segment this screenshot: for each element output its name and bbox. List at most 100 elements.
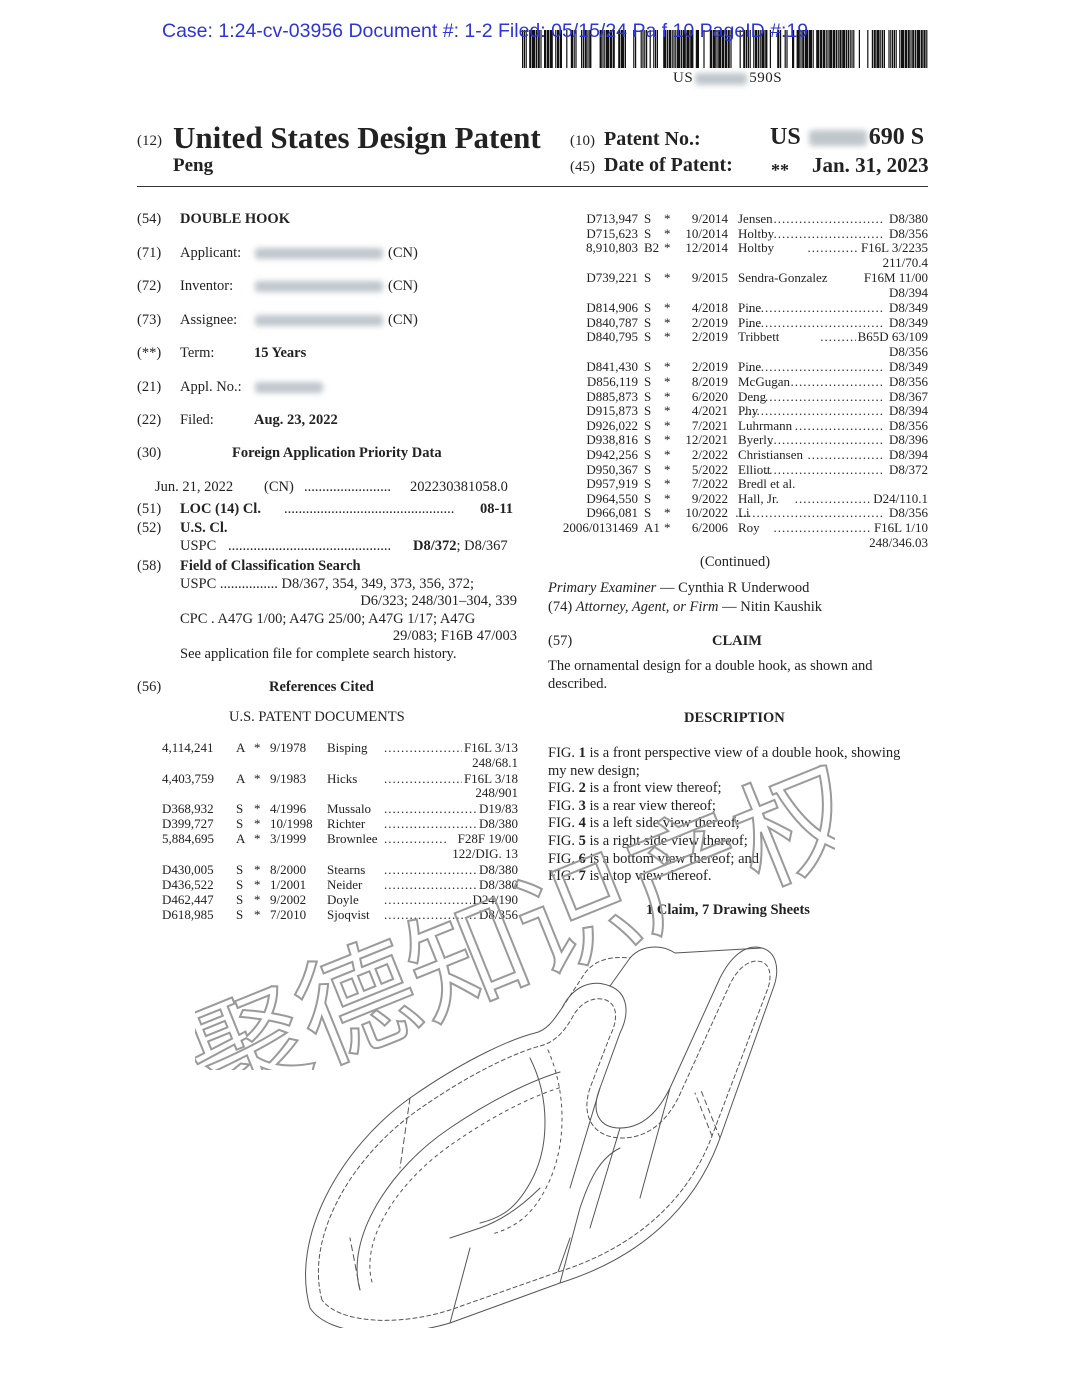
ref-dots: ........................... xyxy=(384,816,499,831)
ref-date: 4/2021 xyxy=(691,403,728,419)
ref-name: Bredl et al. xyxy=(738,476,796,492)
ref-class: F28F 19/00 xyxy=(455,831,518,847)
ref-kind: S xyxy=(236,816,244,831)
redaction xyxy=(255,382,323,393)
ref-class: D8/349 xyxy=(887,300,928,316)
ref-class: D24/110.1 xyxy=(871,490,928,507)
ref-date: 9/1978 xyxy=(270,740,307,755)
ref-class: B65D 63/109 xyxy=(855,329,928,345)
field-search-line1: USPC ................ D8/367, 354, 349, … xyxy=(180,576,475,592)
barcode-bar xyxy=(575,30,577,68)
date-label: Date of Patent: xyxy=(604,154,733,176)
applicant-label: Applicant: xyxy=(180,245,242,261)
ref-date: 10/1998 xyxy=(270,816,313,831)
ref-name: Li xyxy=(738,505,750,521)
barcode-bar xyxy=(820,30,823,68)
ref-number: D713,947 xyxy=(586,211,638,226)
ref-star: * xyxy=(254,801,261,816)
ref-date: 3/1999 xyxy=(270,831,307,846)
fig-number: 1 xyxy=(578,745,586,761)
barcode-bar xyxy=(808,30,812,68)
description-line: FIG. 5 is a right side view thereof; xyxy=(548,833,748,850)
barcode-bar xyxy=(761,30,765,68)
barcode-bar xyxy=(730,30,732,68)
examiner-name: — Cynthia R Underwood xyxy=(659,580,810,596)
barcode-bar xyxy=(525,30,527,68)
claims-sheets: 1 Claim, 7 Drawing Sheets xyxy=(646,902,810,918)
ref-class: D8/394 xyxy=(887,403,928,419)
ref-class: D8/356 xyxy=(477,906,518,922)
description-line: FIG. 3 is a rear view thereof; xyxy=(548,798,716,815)
fig-text: is a top view thereof. xyxy=(585,868,712,885)
barcode-bar xyxy=(653,30,655,68)
barcode-bar xyxy=(644,30,646,68)
fig-number: 6 xyxy=(578,850,586,867)
barcode-bar xyxy=(839,30,842,68)
ref-number: D856,119 xyxy=(586,374,638,389)
ref-name: Roy xyxy=(738,520,760,535)
barcode-bar xyxy=(555,30,557,68)
barcode-bar xyxy=(759,30,761,68)
case-header: Case: 1:24-cv-03956 Document #: 1-2 File… xyxy=(162,20,809,42)
ref-name: Stearns xyxy=(327,861,366,877)
ref-class: D8/356 xyxy=(887,225,928,242)
ref-class-secondary: 211/70.4 xyxy=(882,254,928,270)
ref-star: * xyxy=(664,359,671,375)
ref-number: D715,623 xyxy=(586,225,638,241)
barcode-bar xyxy=(753,30,755,68)
code-22: (22) xyxy=(137,412,162,428)
ref-star: * xyxy=(664,270,671,286)
barcode-bar xyxy=(755,30,758,68)
barcode-bar xyxy=(703,30,705,68)
barcode-bar xyxy=(846,30,848,68)
ref-star: * xyxy=(254,770,261,786)
redaction xyxy=(808,130,867,147)
barcode-bar xyxy=(842,30,846,68)
ref-name: Christiansen xyxy=(738,447,803,462)
code-71: (71) xyxy=(137,245,162,261)
ref-number: D942,256 xyxy=(586,447,638,462)
ref-star: * xyxy=(254,831,261,846)
ref-name: Byerly xyxy=(738,432,774,448)
code-10: (10) xyxy=(570,133,595,149)
ref-star: * xyxy=(664,211,671,226)
description-line: FIG. 1 is a front perspective view of a … xyxy=(548,745,900,762)
ref-date: 9/2002 xyxy=(270,891,307,907)
barcode-bar xyxy=(916,30,920,68)
ref-star: * xyxy=(664,417,671,433)
barcode-bar xyxy=(746,30,748,68)
fig-text: my new design; xyxy=(548,762,640,779)
barcode-bar xyxy=(682,30,686,68)
barcode-bar xyxy=(853,30,855,68)
ref-number: D841,430 xyxy=(586,359,638,375)
ref-date: 4/1996 xyxy=(270,801,307,816)
barcode-bar xyxy=(649,30,651,68)
barcode-bar xyxy=(722,30,725,68)
code-51: (51) xyxy=(137,501,162,517)
ref-kind: B2 xyxy=(644,240,660,256)
ref-star: * xyxy=(664,461,671,477)
ref-name: Pine xyxy=(738,359,762,375)
ref-star: * xyxy=(664,225,671,241)
barcode-bar xyxy=(718,30,722,68)
ref-name: Pine xyxy=(738,300,762,316)
ref-dots: ................................ xyxy=(748,314,884,330)
barcode-bar xyxy=(523,30,525,68)
barcode-bar xyxy=(893,30,895,68)
fig-prefix: FIG. xyxy=(548,780,579,797)
barcode-bar xyxy=(784,30,786,68)
ref-star: * xyxy=(664,388,671,404)
ref-kind: A xyxy=(236,770,246,786)
barcode-bar xyxy=(599,30,602,68)
attorney: (74) Attorney, Agent, or Firm — Nitin Ka… xyxy=(548,599,822,616)
ref-class-secondary: 122/DIG. 13 xyxy=(452,845,518,861)
code-57: (57) xyxy=(548,633,573,649)
